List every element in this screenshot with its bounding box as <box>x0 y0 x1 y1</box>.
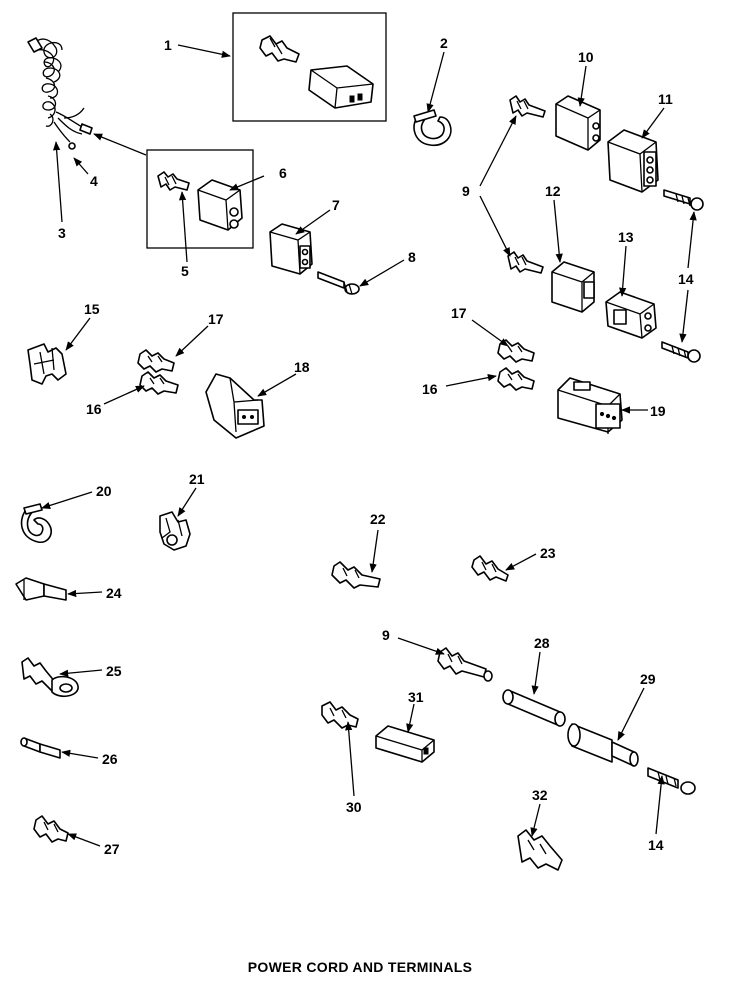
part-17-terminal-left <box>137 349 175 373</box>
label-1: 1 <box>164 37 172 53</box>
part-2-cable-clamp <box>413 109 452 147</box>
label-17-left: 17 <box>208 311 224 327</box>
label-14-bottom: 14 <box>648 837 664 853</box>
label-25: 25 <box>106 663 122 679</box>
part-8-pin-terminal <box>317 271 360 295</box>
label-30: 30 <box>346 799 362 815</box>
label-2: 2 <box>440 35 448 51</box>
label-6: 6 <box>279 165 287 181</box>
label-7: 7 <box>332 197 340 213</box>
part-20-cable-clip <box>20 503 53 544</box>
part-30-terminal <box>321 701 359 729</box>
part-6-connector-housing <box>197 179 243 231</box>
label-21: 21 <box>189 471 205 487</box>
label-31: 31 <box>408 689 424 705</box>
label-15: 15 <box>84 301 100 317</box>
part-15-clip <box>27 343 67 385</box>
label-8: 8 <box>408 249 416 265</box>
label-27: 27 <box>104 841 120 857</box>
label-20: 20 <box>96 483 112 499</box>
part-18-connector-housing <box>205 373 265 439</box>
part-28-insulating-sleeve <box>502 689 566 727</box>
part-14-pin-terminal-lower <box>661 341 701 363</box>
label-18: 18 <box>294 359 310 375</box>
label-12: 12 <box>545 183 561 199</box>
part-29-insulating-sleeve <box>567 723 639 767</box>
part-16-terminal-left <box>139 371 179 395</box>
part-9-terminal-bottom <box>437 647 493 682</box>
label-32: 32 <box>532 787 548 803</box>
label-4: 4 <box>90 173 98 189</box>
part-5-terminal <box>157 171 190 191</box>
part-19-connector-housing <box>557 377 623 434</box>
part-9-terminal-upper <box>509 95 546 118</box>
label-28: 28 <box>534 635 550 651</box>
part-24-insulated-terminal <box>15 577 67 601</box>
kit-box-1 <box>232 12 387 122</box>
part-27-terminal <box>33 815 69 843</box>
part-3-power-cord <box>27 37 93 150</box>
label-9-upper: 9 <box>462 183 470 199</box>
label-17-right: 17 <box>451 305 467 321</box>
label-23: 23 <box>540 545 556 561</box>
label-9-bottom: 9 <box>382 627 390 643</box>
label-22: 22 <box>370 511 386 527</box>
leader-lines <box>41 44 697 847</box>
part-32-terminal <box>517 829 563 871</box>
part-12-connector-housing <box>551 261 595 313</box>
part-23-terminal <box>471 555 509 582</box>
callout-labels: 1 2 3 4 5 6 7 8 9 9 10 11 12 13 14 14 15… <box>58 35 694 857</box>
label-26: 26 <box>102 751 118 767</box>
label-5: 5 <box>181 263 189 279</box>
part-14-pin-terminal-bottom <box>647 767 696 795</box>
label-10: 10 <box>578 49 594 65</box>
kit-box-5-6 <box>146 149 254 249</box>
label-14-upper: 14 <box>678 271 694 287</box>
part-11-connector-housing <box>607 129 659 193</box>
label-29: 29 <box>640 671 656 687</box>
part-10-connector-housing <box>555 95 601 151</box>
part-26-insulated-terminal <box>20 737 61 759</box>
part-14-pin-terminal-upper <box>663 189 704 211</box>
part-7-connector-housing <box>269 223 313 275</box>
label-19: 19 <box>650 403 666 419</box>
part-25-ring-terminal <box>21 657 79 698</box>
label-16-left: 16 <box>86 401 102 417</box>
part-22-terminal <box>331 561 381 589</box>
label-24: 24 <box>106 585 122 601</box>
part-13-connector-housing <box>605 291 657 339</box>
part-21-strain-relief <box>159 511 191 551</box>
part-9-terminal-lower <box>507 251 544 274</box>
label-11: 11 <box>658 91 673 107</box>
diagram-title: POWER CORD AND TERMINALS <box>248 959 472 975</box>
part-16-terminal-right <box>497 367 535 391</box>
label-13: 13 <box>618 229 634 245</box>
label-16-right: 16 <box>422 381 438 397</box>
label-3: 3 <box>58 225 66 241</box>
part-31-connector-housing <box>375 725 435 763</box>
part-1-terminal-and-housing <box>259 35 374 109</box>
